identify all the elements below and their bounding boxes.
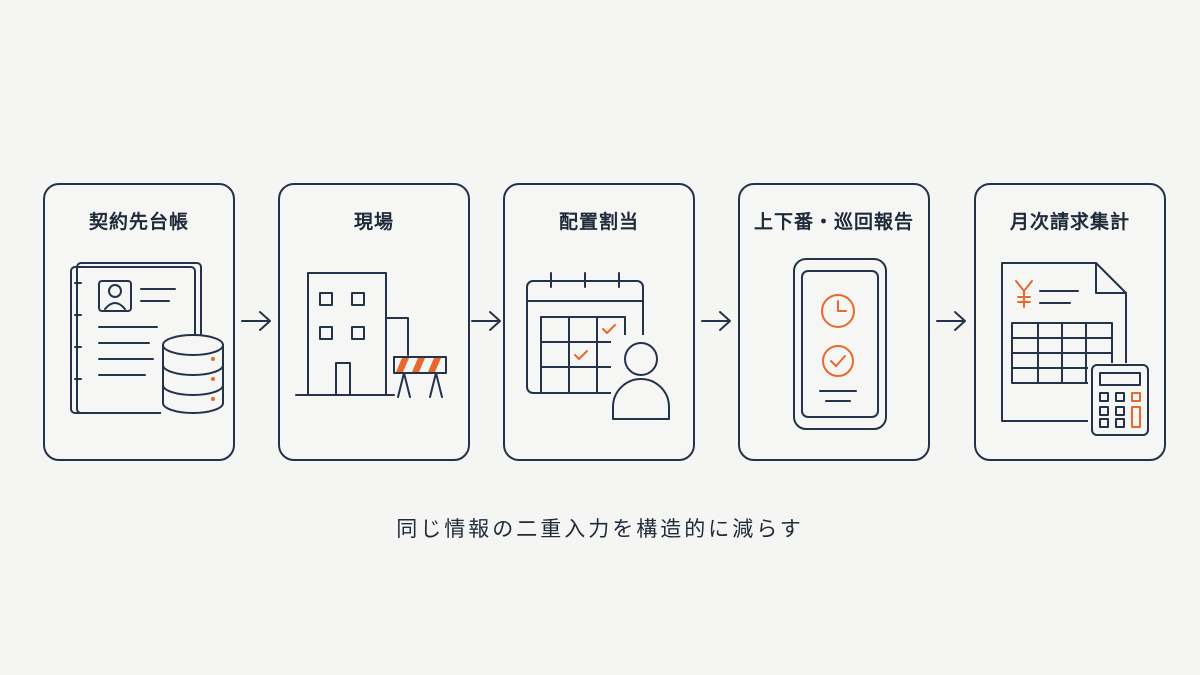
step-card-contract-ledger: 契約先台帳 [43,183,235,461]
smartphone-clock-check-icon [793,258,887,430]
arrow-right-icon [936,311,966,331]
contract-ledger-database-icon [70,262,225,415]
arrow-right-icon [471,311,501,331]
step-card-assignment: 配置割当 [503,183,695,461]
step-title: 現場 [353,211,394,233]
calendar-person-icon [526,272,677,423]
arrow-right-icon [241,311,271,331]
step-card-site: 現場 [278,183,470,461]
step-title: 上下番・巡回報告 [753,211,914,233]
arrow-right-icon [701,311,731,331]
invoice-calculator-icon [1001,262,1150,439]
caption: 同じ情報の二重入力を構造的に減らす [396,517,804,541]
step-title: 配置割当 [558,211,639,233]
building-barrier-icon [295,272,447,398]
step-card-monthly-billing: 月次請求集計 [974,183,1166,461]
step-title: 月次請求集計 [1009,211,1130,233]
step-title: 契約先台帳 [88,211,189,233]
step-card-shift-patrol-report: 上下番・巡回報告 [738,183,930,461]
